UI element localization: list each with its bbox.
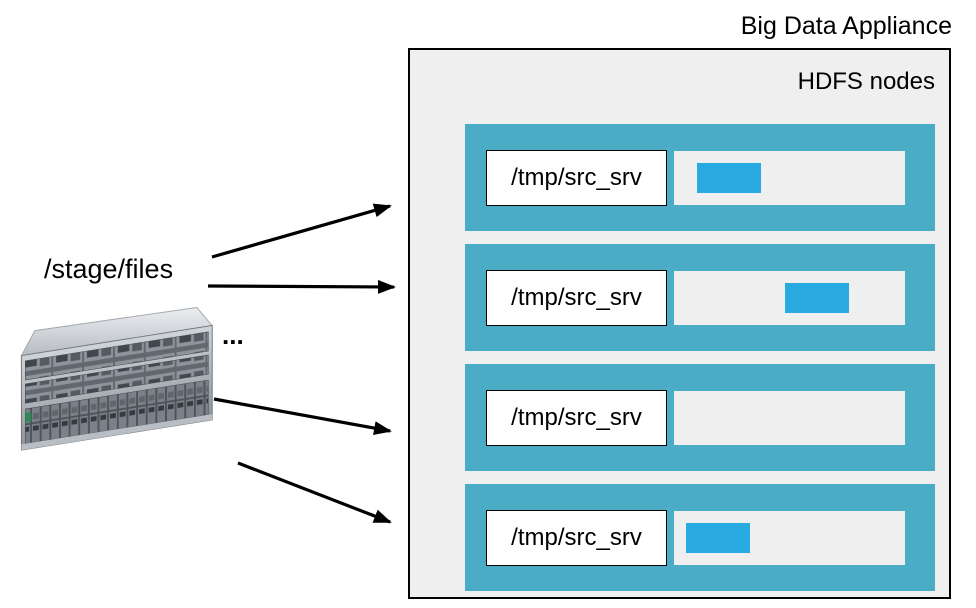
node-path-label: /tmp/src_srv xyxy=(486,509,667,566)
hdfs-node-row: /tmp/src_srv xyxy=(465,484,935,591)
node-storage-slot xyxy=(674,510,905,565)
big-data-appliance-box: HDFS nodes /tmp/src_srv /tmp/src_srv /tm… xyxy=(408,48,951,599)
hdfs-node-row: /tmp/src_srv xyxy=(465,124,935,231)
node-storage-slot xyxy=(674,150,905,205)
data-block xyxy=(686,522,750,553)
server-image xyxy=(6,300,218,472)
node-storage-slot xyxy=(674,270,905,325)
node-storage-slot xyxy=(674,390,905,445)
arrow-to-node-1 xyxy=(211,203,392,259)
server-front-face xyxy=(20,324,213,451)
arrow-to-node-3 xyxy=(213,397,392,436)
arrow-to-node-4 xyxy=(237,461,392,524)
diagram-title: Big Data Appliance xyxy=(740,12,952,40)
data-block xyxy=(785,282,849,313)
hdfs-node-row: /tmp/src_srv xyxy=(465,244,935,351)
hdfs-node-row: /tmp/src_srv xyxy=(465,364,935,471)
node-path-label: /tmp/src_srv xyxy=(486,269,667,326)
arrow-to-node-2 xyxy=(207,279,396,294)
node-path-label: /tmp/src_srv xyxy=(486,389,667,446)
node-path-label: /tmp/src_srv xyxy=(486,149,667,206)
hdfs-node-list: /tmp/src_srv /tmp/src_srv /tmp/src_srv /… xyxy=(465,124,935,591)
stage-files-label: /stage/files xyxy=(44,254,174,284)
hdfs-nodes-label: HDFS nodes xyxy=(797,68,935,95)
rack-server-illustration xyxy=(20,306,214,451)
ellipsis-label: ... xyxy=(222,320,244,350)
data-block xyxy=(697,162,761,193)
